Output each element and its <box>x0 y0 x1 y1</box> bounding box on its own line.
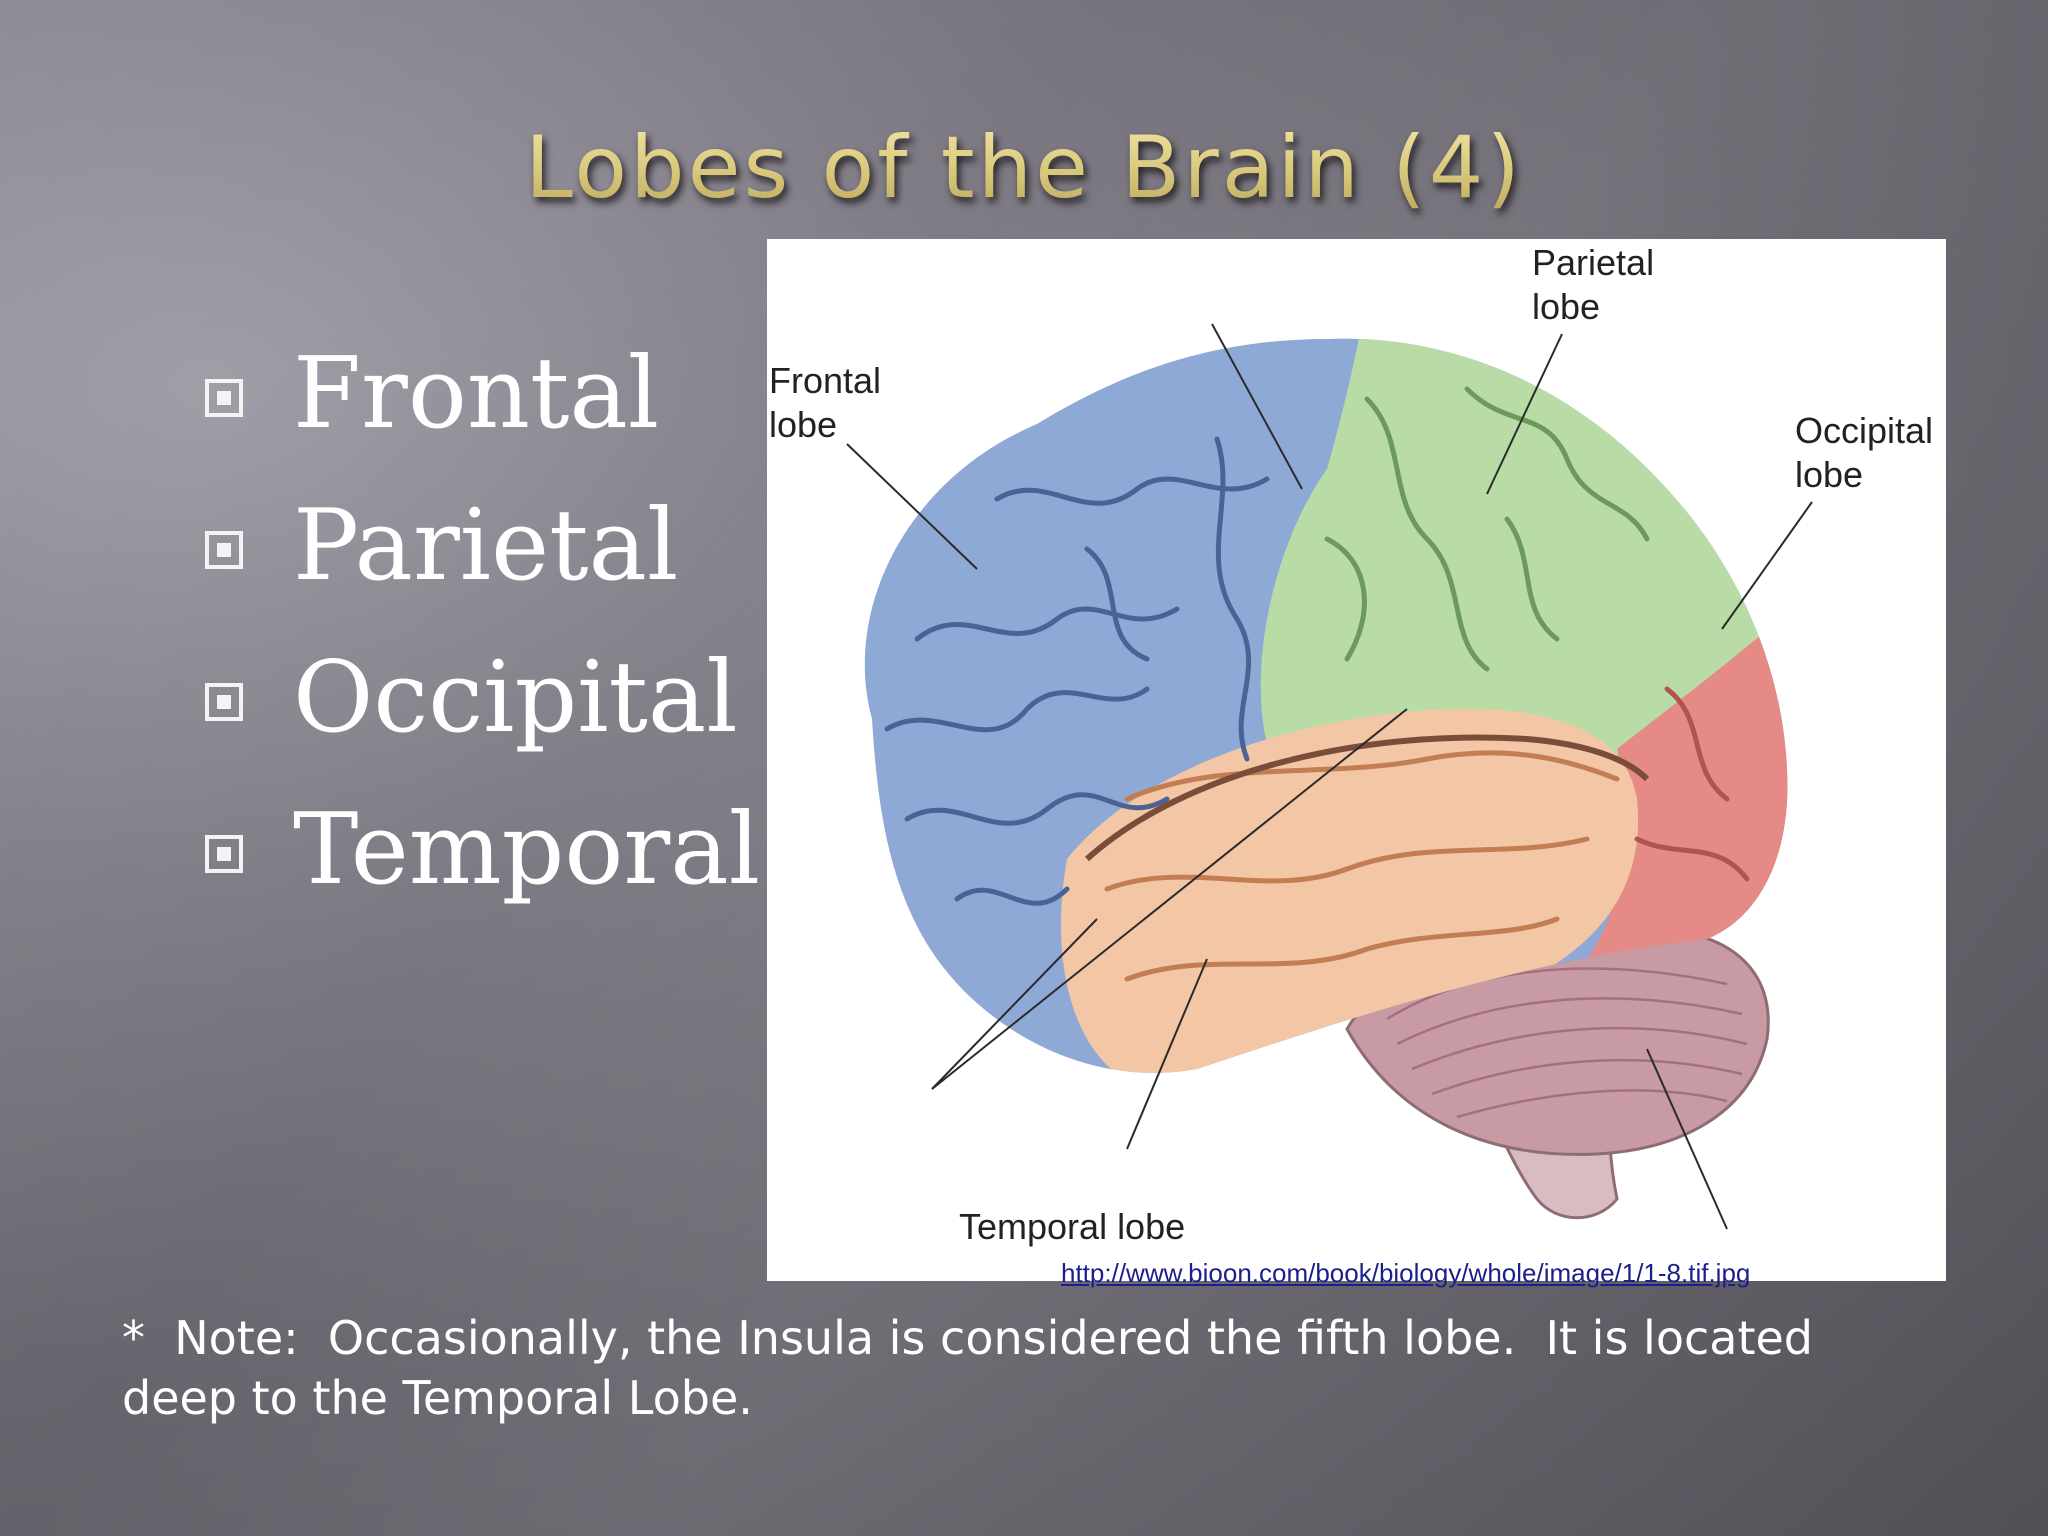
slide-title: Lobes of the Brain (4) <box>0 118 2048 218</box>
list-item: Occipital <box>205 622 760 774</box>
label-parietal-line1: Parietal <box>1532 242 1654 283</box>
bullet-parietal: Parietal <box>293 489 679 603</box>
cerebrum <box>864 338 1788 1073</box>
brain-illustration: Frontal lobe Parietal lobe Occipital lob… <box>769 242 1933 1247</box>
list-item: Parietal <box>205 470 760 622</box>
checkbox-bullet-icon <box>205 835 243 873</box>
frontal-gyri <box>884 436 1270 906</box>
lateral-sulcus <box>1084 734 1650 862</box>
checkbox-bullet-icon <box>205 379 243 417</box>
cerebellum-folds <box>1386 967 1748 1119</box>
leader-lines <box>846 323 1813 1230</box>
bullet-frontal: Frontal <box>293 337 660 451</box>
bullet-occipital: Occipital <box>293 641 738 755</box>
label-frontal-line2: lobe <box>769 404 837 445</box>
occipital-gyri <box>1634 686 1750 882</box>
list-item: Frontal <box>205 318 760 470</box>
label-occipital-line1: Occipital <box>1795 410 1933 451</box>
label-frontal-line1: Frontal <box>769 360 881 401</box>
occipital-lobe-region <box>1587 539 1788 999</box>
label-occipital-line2: lobe <box>1795 454 1863 495</box>
checkbox-bullet-icon <box>205 683 243 721</box>
list-item: Temporal <box>205 774 760 926</box>
image-source-link[interactable]: http://www.bioon.com/book/biology/whole/… <box>1061 1258 1751 1288</box>
parietal-gyri <box>1324 386 1650 672</box>
checkbox-bullet-icon <box>205 531 243 569</box>
lobe-list: Frontal Parietal Occipital Temporal <box>205 318 760 926</box>
insula-note: * Note: Occasionally, the Insula is cons… <box>122 1311 1828 1425</box>
brain-diagram: Frontal lobe Parietal lobe Occipital lob… <box>767 239 1946 1281</box>
bullet-temporal: Temporal <box>293 793 761 907</box>
temporal-gyri <box>1104 750 1620 982</box>
label-parietal-line2: lobe <box>1532 286 1600 327</box>
label-temporal: Temporal lobe <box>959 1206 1185 1247</box>
